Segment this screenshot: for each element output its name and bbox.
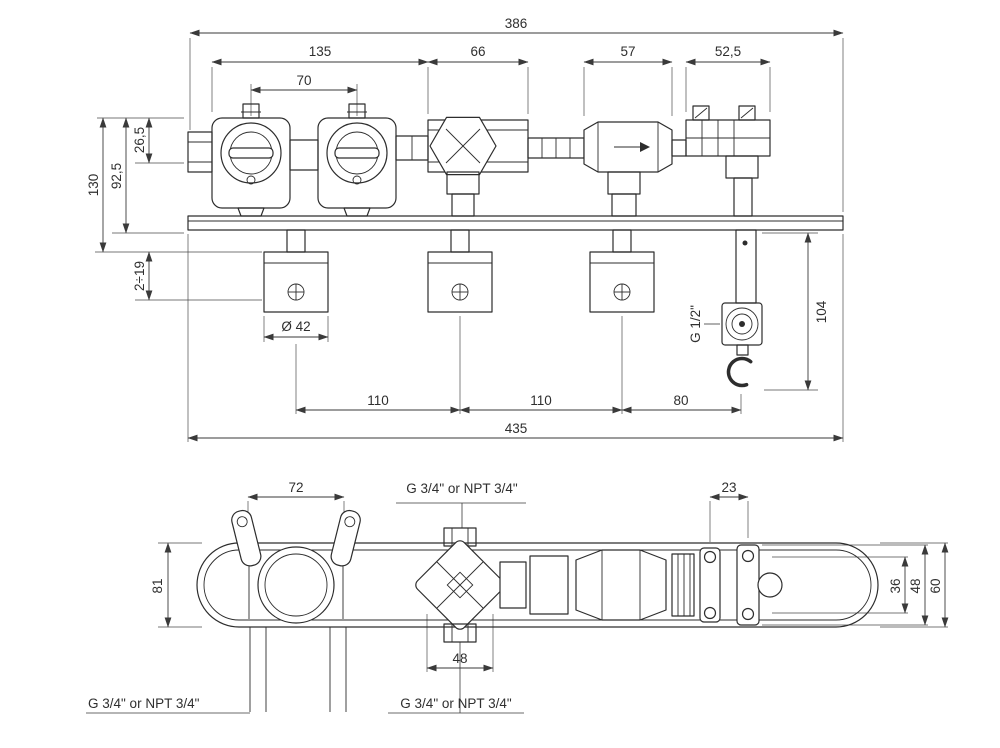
- dim-36: 36: [888, 578, 903, 593]
- plan-lever-left: [231, 509, 262, 567]
- plan-bracket-left: [699, 547, 721, 623]
- dim-23: 23: [721, 480, 736, 495]
- dim-80: 80: [673, 393, 688, 408]
- plan-outlet-circle: [757, 572, 783, 598]
- handle-valve-left: [211, 103, 319, 217]
- pipe-middle: [527, 137, 585, 159]
- label-g34-bottom-left: G 3/4" or NPT 3/4": [88, 696, 200, 711]
- plan-lever-right: [330, 509, 361, 567]
- outlet-assembly: [685, 105, 771, 217]
- plan-dimension-lines: [86, 493, 949, 714]
- diverter-valve: [427, 116, 529, 217]
- plan-diverter: [415, 527, 505, 643]
- holder-hook: [726, 356, 753, 388]
- dim-81: 81: [150, 578, 165, 593]
- dim-60: 60: [928, 578, 943, 593]
- dim-92-5: 92,5: [109, 163, 124, 189]
- dim-130: 130: [86, 174, 101, 197]
- plan-bracket-right: [736, 544, 760, 626]
- plan-extension-lines: [158, 501, 948, 672]
- mounting-block-center: [427, 229, 493, 313]
- dim-135: 135: [309, 44, 332, 59]
- dim-57: 57: [620, 44, 635, 59]
- check-valve: [583, 121, 673, 217]
- dim-70: 70: [296, 73, 311, 88]
- front-dimension-lines: [99, 29, 844, 442]
- dim-48-right: 48: [908, 578, 923, 593]
- label-g-half: G 1/2": [688, 305, 703, 343]
- pipe-left: [395, 135, 429, 161]
- mounting-block-left: [263, 229, 329, 313]
- dim-48-bottom: 48: [452, 651, 467, 666]
- label-g34-bottom-center: G 3/4" or NPT 3/4": [400, 696, 512, 711]
- plan-view: 72 G 3/4" or NPT 3/4" 23 81 36 48 60 48 …: [86, 480, 949, 714]
- wall-plate: [187, 215, 844, 231]
- dim-104: 104: [814, 300, 829, 323]
- dim-110-b: 110: [530, 393, 552, 408]
- front-view: 386 135 70 66 57 52,5 26,5 92,5 130 2÷19…: [86, 16, 844, 442]
- mounting-block-right: [589, 229, 655, 313]
- hand-shower-holder: [721, 229, 763, 388]
- dim-dia-42: Ø 42: [281, 319, 310, 334]
- dim-52-5: 52,5: [715, 44, 741, 59]
- dim-2-19: 2÷19: [132, 261, 147, 291]
- pipe-right: [671, 139, 687, 157]
- plan-pipe-train: [499, 549, 695, 621]
- dim-386: 386: [505, 16, 528, 31]
- dim-110-a: 110: [367, 393, 389, 408]
- handle-valve-right: [317, 103, 397, 217]
- label-g34-top: G 3/4" or NPT 3/4": [406, 481, 518, 496]
- dim-72: 72: [288, 480, 303, 495]
- dim-435: 435: [505, 421, 528, 436]
- plan-knob: [257, 546, 335, 624]
- plan-bottom-ports: [249, 627, 347, 712]
- dim-66: 66: [470, 44, 485, 59]
- inlet-stub: [187, 131, 213, 173]
- dim-26-5: 26,5: [132, 127, 147, 153]
